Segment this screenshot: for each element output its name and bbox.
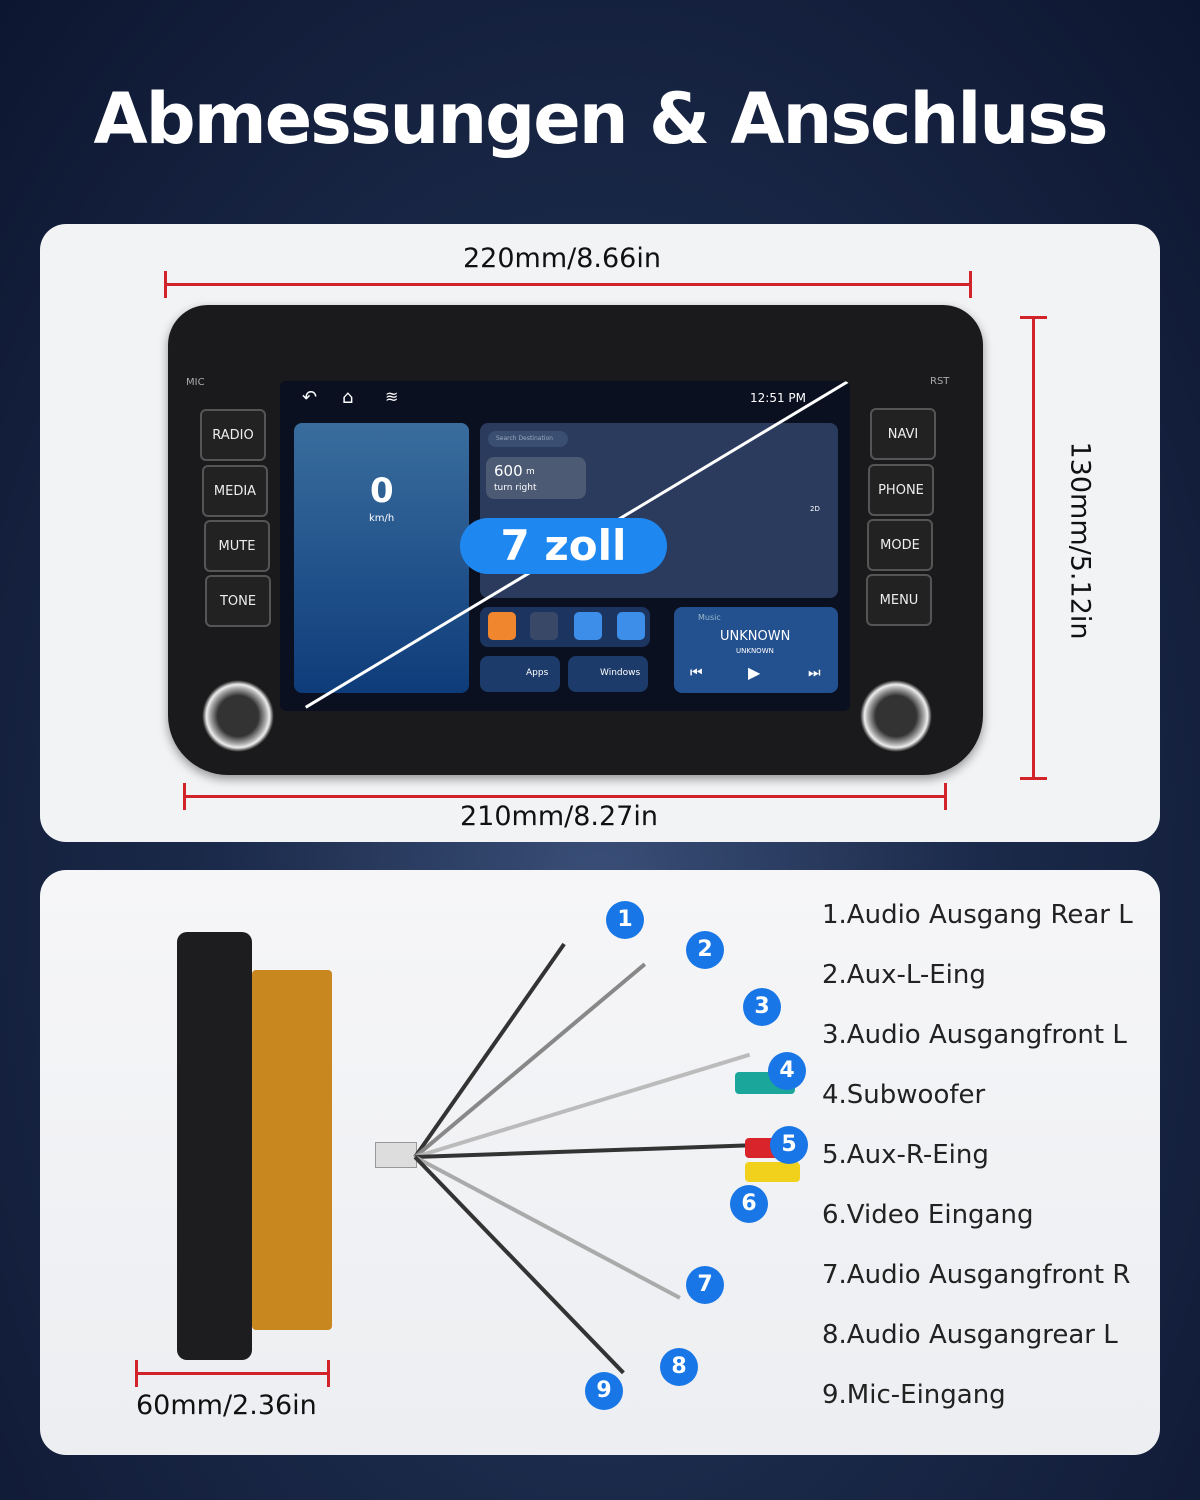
- shortcut-row: [480, 607, 650, 647]
- mute-button[interactable]: MUTE: [204, 520, 270, 572]
- connector-number-2: 2: [686, 931, 724, 969]
- play-icon[interactable]: ▶: [748, 663, 761, 682]
- equalizer-icon[interactable]: [488, 612, 516, 640]
- layers-icon[interactable]: ≋: [385, 387, 399, 406]
- width-top-label: 220mm/8.66in: [463, 243, 661, 274]
- wire: [414, 1143, 755, 1159]
- map-mode-button[interactable]: 2D: [810, 505, 820, 513]
- media-button[interactable]: MEDIA: [202, 465, 268, 517]
- tune-knob[interactable]: [860, 680, 932, 752]
- music-label: Music: [698, 613, 721, 622]
- legend-item: 1.Audio Ausgang Rear L: [822, 900, 1133, 930]
- page-title: Abmessungen & Anschluss: [93, 78, 1108, 160]
- connector-number-6: 6: [730, 1185, 768, 1223]
- navi-button[interactable]: NAVI: [870, 408, 936, 460]
- connector-legend: 1.Audio Ausgang Rear L 2.Aux-L-Eing 3.Au…: [822, 900, 1133, 1440]
- connector-number-9: 9: [585, 1372, 623, 1410]
- legend-item: 7.Audio Ausgangfront R: [822, 1260, 1131, 1290]
- search-destination[interactable]: Search Destination: [488, 431, 568, 447]
- track-title: UNKNOWN: [720, 629, 791, 644]
- width-bottom-line: [183, 783, 947, 810]
- apps-label: Apps: [526, 668, 549, 678]
- side-view-unit: [177, 932, 252, 1360]
- apps-button[interactable]: Apps: [480, 656, 560, 692]
- speed-unit: km/h: [369, 513, 395, 524]
- speed-value: 0: [370, 471, 394, 511]
- legend-item: 2.Aux-L-Eing: [822, 960, 986, 990]
- wire: [414, 1155, 681, 1300]
- wire: [414, 1052, 751, 1159]
- music-widget: Music UNKNOWN UNKNOWN ⏮ ▶ ⏭: [674, 607, 838, 693]
- menu-button[interactable]: MENU: [866, 574, 932, 626]
- size-badge: 7 zoll: [460, 518, 667, 574]
- video-icon[interactable]: [574, 612, 602, 640]
- legend-item: 9.Mic-Eingang: [822, 1380, 1006, 1410]
- status-time: 12:51 PM: [750, 391, 806, 405]
- home-icon[interactable]: ⌂: [342, 387, 354, 408]
- width-top-line: [164, 271, 972, 298]
- distance-unit: m: [526, 467, 535, 477]
- height-label: 130mm/5.12in: [1064, 441, 1096, 640]
- phone-button[interactable]: PHONE: [868, 464, 934, 516]
- tone-button[interactable]: TONE: [205, 575, 271, 627]
- height-line: [1020, 316, 1047, 780]
- side-view-bracket: [252, 970, 332, 1330]
- legend-item: 3.Audio Ausgangfront L: [822, 1020, 1127, 1050]
- connections-panel: 60mm/2.36in 1 2 3 4 5 6 7 8 9 1.Audio Au…: [40, 870, 1160, 1455]
- connector-number-1: 1: [606, 901, 644, 939]
- yellow-connector: [745, 1162, 800, 1182]
- connector-number-3: 3: [743, 988, 781, 1026]
- speed-tile[interactable]: 0 km/h: [294, 423, 469, 693]
- legend-item: 6.Video Eingang: [822, 1200, 1034, 1230]
- legend-item: 5.Aux-R-Eing: [822, 1140, 989, 1170]
- legend-item: 4.Subwoofer: [822, 1080, 986, 1110]
- volume-knob[interactable]: [202, 680, 274, 752]
- head-unit: MIC RST RADIO MEDIA MUTE TONE NAVI PHONE…: [168, 305, 983, 775]
- windows-label: Windows: [600, 668, 641, 678]
- connector-number-4: 4: [768, 1052, 806, 1090]
- depth-line: [135, 1360, 330, 1387]
- width-bottom-label: 210mm/8.27in: [460, 801, 658, 832]
- back-icon[interactable]: ↶: [302, 387, 318, 408]
- wire: [413, 1155, 625, 1375]
- music-icon[interactable]: [530, 612, 558, 640]
- screen: ↶ ⌂ ≋ 12:51 PM 0 km/h Search Destination…: [280, 381, 850, 711]
- harness-plug: [375, 1142, 417, 1168]
- connector-number-5: 5: [770, 1126, 808, 1164]
- track-artist: UNKNOWN: [736, 647, 774, 655]
- depth-label: 60mm/2.36in: [136, 1390, 317, 1421]
- turn-text: turn right: [494, 483, 537, 493]
- connector-number-8: 8: [660, 1348, 698, 1386]
- distance: 600: [494, 462, 523, 480]
- connector-number-7: 7: [686, 1266, 724, 1304]
- rst-label: RST: [930, 376, 950, 387]
- legend-item: 8.Audio Ausgangrear L: [822, 1320, 1118, 1350]
- next-icon[interactable]: ⏭: [808, 665, 821, 681]
- mode-button[interactable]: MODE: [867, 519, 933, 571]
- turn-card: 600 m turn right: [486, 457, 586, 499]
- radio-button[interactable]: RADIO: [200, 409, 266, 461]
- previous-icon[interactable]: ⏮: [690, 665, 703, 681]
- gallery-icon[interactable]: [617, 612, 645, 640]
- windows-button[interactable]: Windows: [568, 656, 648, 692]
- mic-label: MIC: [186, 377, 205, 388]
